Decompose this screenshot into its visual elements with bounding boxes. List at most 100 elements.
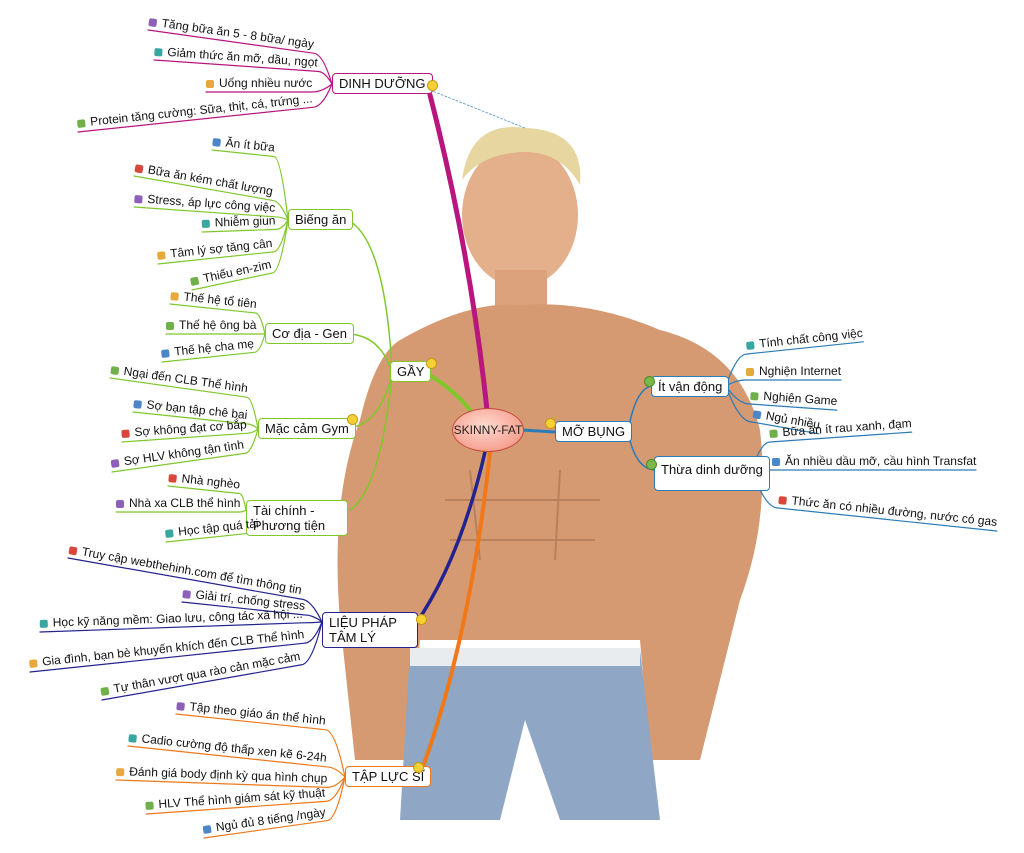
leaf-bullet-icon	[134, 163, 144, 174]
leaf-connector	[191, 219, 289, 291]
sub-mac-cam-gym[interactable]: Mặc cảm Gym	[258, 418, 356, 439]
sub-co-dia-gen[interactable]: Cơ địa - Gen	[265, 323, 354, 344]
leaf-bullet-icon	[212, 137, 222, 147]
leaf-connector	[101, 621, 323, 701]
smiley-icon	[545, 418, 556, 429]
leaf-connector	[161, 333, 266, 363]
leaf-bullet-icon	[772, 457, 780, 466]
leaf-connector	[29, 621, 323, 673]
relation-line	[429, 89, 526, 129]
leaf-tai-chinh[interactable]: Nhà xa CLB thể hình	[116, 496, 240, 510]
leaf-dinh-duong[interactable]: Uống nhiều nước	[206, 76, 312, 90]
leaf-connector	[111, 428, 259, 473]
leaf-connector	[77, 83, 333, 133]
leaf-bullet-icon	[206, 79, 214, 88]
leaf-connector	[67, 557, 323, 623]
leaf-bullet-icon	[166, 321, 174, 330]
smiley-icon	[413, 762, 424, 773]
leaf-connector	[167, 485, 247, 511]
leaf-bullet-icon	[110, 365, 120, 375]
smiley-icon	[347, 414, 358, 425]
leaf-bullet-icon	[778, 495, 788, 505]
leaf-bullet-icon	[156, 251, 166, 260]
leaf-bullet-icon	[68, 545, 78, 556]
smiley-icon	[427, 80, 438, 91]
leaf-bullet-icon	[28, 659, 38, 668]
leaf-bullet-icon	[745, 341, 755, 350]
edge-mo-bung	[520, 428, 557, 434]
sub-bieng-an[interactable]: Biếng ăn	[288, 209, 354, 230]
leaf-bullet-icon	[76, 119, 86, 128]
leaf-connector	[133, 175, 289, 221]
leaf-bullet-icon	[116, 767, 125, 777]
leaf-bullet-icon	[769, 429, 778, 438]
leaf-connector	[121, 428, 259, 443]
sub-it-van-dong[interactable]: Ít vận động	[651, 376, 730, 397]
leaf-it-van-dong[interactable]: Nghiện Internet	[746, 364, 841, 378]
leaf-thua-dd[interactable]: Ăn nhiều dầu mỡ, cầu hình Transfat	[772, 454, 976, 468]
leaf-label: Uống nhiều nước	[219, 76, 313, 90]
leaf-connector	[132, 411, 259, 430]
leaf-bullet-icon	[750, 391, 759, 401]
leaf-label: Ăn nhiều dầu mỡ, cầu hình Transfat	[785, 454, 977, 468]
smiley-icon	[426, 358, 437, 369]
branch-dinh-duong[interactable]: DINH DƯỠNG	[332, 73, 433, 94]
leaf-connector	[133, 206, 289, 221]
leaf-bullet-icon	[202, 824, 212, 834]
leaf-bullet-icon	[128, 733, 138, 743]
sub-thua-dinh-duong[interactable]: Thừa dinh dưỡng	[654, 456, 770, 491]
leaf-bullet-icon	[164, 529, 174, 538]
leaf-bullet-icon	[168, 473, 178, 483]
leaf-bullet-icon	[134, 194, 143, 204]
leaf-bullet-icon	[182, 589, 192, 599]
leaf-bullet-icon	[121, 429, 130, 438]
leaf-connector	[115, 776, 346, 789]
branch-tap-luc-si[interactable]: TẬP LỰC SĨ	[345, 766, 432, 787]
edge-dinh-duong	[427, 92, 490, 413]
leaf-bullet-icon	[39, 619, 48, 628]
leaf-connector	[205, 83, 333, 93]
leaf-label: Nhà xa CLB thể hình	[129, 496, 241, 510]
leaf-bullet-icon	[176, 701, 186, 711]
leaf-bullet-icon	[100, 686, 110, 696]
branch-lieu-phap-tam-ly[interactable]: LIỆU PHÁP TÂM LÝ	[322, 612, 418, 648]
sub-tai-chinh[interactable]: Tài chính - Phương tiện	[246, 500, 348, 536]
branch-gay[interactable]: GẦY	[390, 361, 432, 382]
edge-tai-chinh	[349, 375, 393, 511]
center-node[interactable]: SKINNY-FAT	[452, 408, 524, 452]
leaf-connector	[203, 776, 346, 839]
model-photo	[337, 127, 763, 820]
leaf-label: Nhiễm giun	[214, 213, 276, 230]
leaf-connector	[109, 377, 259, 430]
green-dot-icon	[644, 376, 655, 387]
leaf-connector	[725, 379, 842, 387]
leaf-bullet-icon	[752, 409, 762, 420]
leaf-bullet-icon	[133, 399, 143, 409]
leaf-connector	[147, 29, 333, 85]
leaf-bullet-icon	[160, 349, 170, 358]
leaf-connector	[211, 149, 289, 221]
leaf-bullet-icon	[148, 17, 158, 27]
leaf-connector	[153, 59, 333, 85]
leaf-bullet-icon	[170, 291, 180, 301]
smiley-icon	[416, 614, 427, 625]
leaf-connector	[115, 509, 247, 513]
leaf-connector	[169, 303, 266, 335]
leaf-label: Nghiện Internet	[759, 364, 842, 378]
leaf-bullet-icon	[145, 801, 154, 810]
leaf-bieng-an[interactable]: Nhiễm giun	[201, 213, 276, 230]
leaf-bullet-icon	[201, 219, 210, 228]
leaf-bullet-icon	[110, 458, 120, 468]
edge-lieu-phap	[413, 450, 487, 627]
leaf-bullet-icon	[189, 276, 200, 286]
leaf-connector	[175, 713, 346, 778]
edge-tap-luc-si	[418, 450, 492, 777]
leaf-co-dia[interactable]: Thế hệ ông bà	[166, 318, 256, 332]
leaf-bullet-icon	[746, 367, 754, 376]
branch-mo-bung[interactable]: MỠ BỤNG	[555, 421, 633, 442]
green-dot-icon	[646, 459, 657, 470]
leaf-connector	[145, 776, 346, 815]
leaf-bullet-icon	[116, 499, 124, 508]
